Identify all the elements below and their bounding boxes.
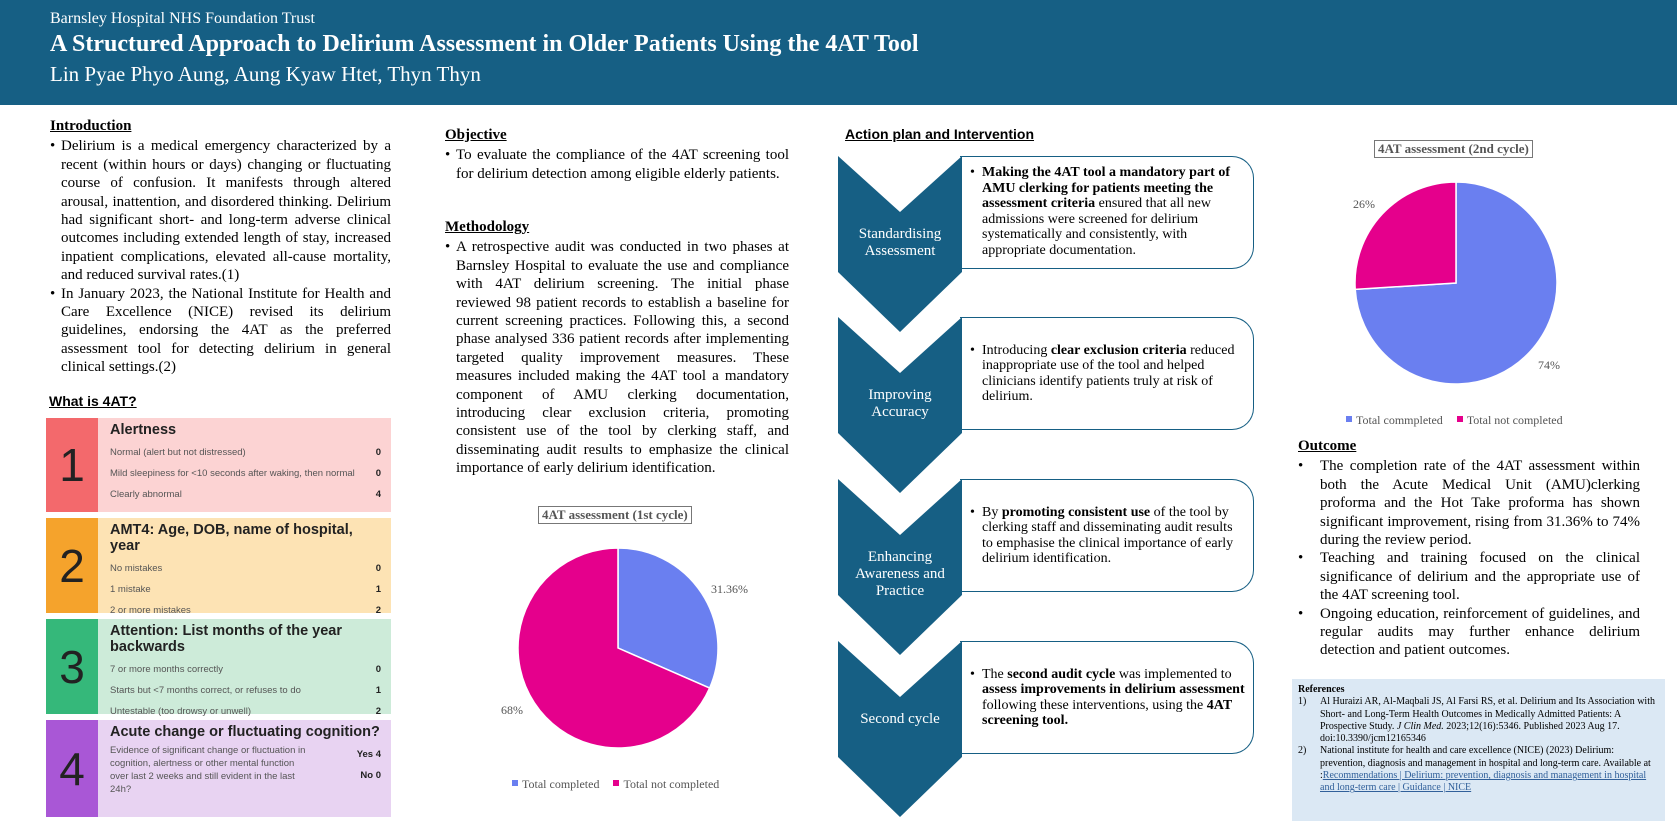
4at-card-alertness: 1 Alertness Normal (alert but not distre… — [46, 418, 391, 512]
data-label: 31.36% — [711, 582, 748, 596]
list-item: The second audit cycle was implemented t… — [970, 667, 1245, 729]
step-description: The second audit cycle was implemented t… — [960, 641, 1254, 754]
list-item: Teaching and training focused on the cli… — [1298, 549, 1640, 604]
poster-title: A Structured Approach to Delirium Assess… — [50, 31, 919, 57]
criterion: No mistakes — [110, 563, 163, 574]
criterion: Evidence of significant change or fluctu… — [110, 745, 306, 795]
score: 0 — [375, 664, 381, 675]
methodology-section: Methodology A retrospective audit was co… — [445, 218, 789, 478]
legend-swatch — [1456, 416, 1463, 422]
card-title: AMT4: Age, DOB, name of hospital, year — [110, 522, 353, 554]
list-item: A retrospective audit was conducted in t… — [445, 238, 789, 477]
reference-item: 1) Al Huraizi AR, Al-Maqbali JS, Al Fars… — [1298, 696, 1655, 745]
card-title: Acute change or fluctuating cognition? — [110, 724, 380, 740]
score-no: No 0 — [360, 770, 381, 781]
score-yes: Yes 4 — [356, 749, 381, 760]
chart-legend-cycle2: Total commpleted Total not completed — [1346, 413, 1563, 428]
score: 0 — [375, 447, 381, 458]
references-box: References 1) Al Huraizi AR, Al-Maqbali … — [1292, 679, 1665, 821]
criterion: 2 or more mistakes — [110, 605, 191, 616]
score: 0 — [375, 563, 381, 574]
criterion: 7 or more months correctly — [110, 664, 223, 675]
step-arrow — [838, 641, 962, 817]
list-item: To evaluate the compliance of the 4AT sc… — [445, 146, 789, 183]
data-label: 74% — [1538, 358, 1560, 372]
criterion: Mild sleepiness for <10 seconds after wa… — [110, 468, 355, 479]
pie-chart-cycle1 — [517, 547, 719, 749]
legend-swatch — [512, 780, 518, 786]
card-number: 2 — [46, 518, 98, 613]
step-description: Making the 4AT tool a mandatory part of … — [960, 156, 1254, 269]
legend-item: Total completed — [512, 777, 599, 792]
list-item: Ongoing education, reinforcement of guid… — [1298, 605, 1640, 660]
what-is-4at-heading: What is 4AT? — [49, 393, 137, 409]
card-number: 3 — [46, 619, 98, 714]
organization-name: Barnsley Hospital NHS Foundation Trust — [50, 10, 315, 27]
card-title: Alertness — [110, 422, 177, 438]
step-label: Enhancing Awareness and Practice — [855, 549, 945, 599]
data-label: 68% — [501, 703, 523, 717]
step-label: Second cycle — [860, 711, 940, 727]
legend-item: Total not completed — [1456, 413, 1563, 428]
step-description: Introducing clear exclusion criteria red… — [960, 317, 1254, 430]
nice-guidance-link[interactable]: Recommendations | Delirium: prevention, … — [1320, 770, 1647, 794]
authors: Lin Pyae Phyo Aung, Aung Kyaw Htet, Thyn… — [50, 62, 481, 86]
step-arrow — [838, 317, 962, 493]
card-number: 1 — [46, 418, 98, 512]
list-item: The completion rate of the 4AT assessmen… — [1298, 457, 1640, 549]
4at-card-attention: 3 Attention: List months of the year bac… — [46, 619, 391, 717]
references-heading: References — [1298, 684, 1345, 695]
4at-card-acute-change: 4 Acute change or fluctuating cognition?… — [46, 720, 391, 817]
introduction-list: Delirium is a medical emergency characte… — [50, 137, 391, 376]
step-label: Improving Accuracy — [868, 387, 932, 420]
methodology-heading: Methodology — [445, 219, 530, 235]
chart-title-cycle2: 4AT assessment (2nd cycle) — [1374, 140, 1533, 158]
criterion: Clearly abnormal — [110, 489, 182, 500]
legend-item: Total not completed — [613, 777, 719, 792]
legend-item: Total commpleted — [1346, 413, 1443, 428]
pie-slice-total-completed — [617, 547, 719, 690]
introduction-heading: Introduction — [50, 118, 132, 134]
criterion: Normal (alert but not distressed) — [110, 447, 246, 458]
data-label: 26% — [1353, 197, 1375, 211]
score: 0 — [375, 468, 381, 479]
score: 1 — [375, 685, 381, 696]
criterion: Untestable (too drowsy or unwell) — [110, 706, 251, 717]
criterion: 1 mistake — [110, 584, 151, 595]
pie-slice-total-not-completed — [517, 547, 711, 749]
chart-legend-cycle1: Total completed Total not completed — [512, 777, 719, 792]
card-title: Attention: List months of the year backw… — [110, 623, 342, 655]
list-item: Making the 4AT tool a mandatory part of … — [970, 165, 1245, 258]
objective-section: Objective To evaluate the compliance of … — [445, 126, 789, 183]
poster-header: Barnsley Hospital NHS Foundation Trust A… — [0, 0, 1677, 105]
action-plan-heading: Action plan and Intervention — [845, 126, 1035, 142]
criterion: Starts but <7 months correct, or refuses… — [110, 685, 301, 696]
legend-swatch — [613, 780, 620, 786]
outcome-section: Outcome The completion rate of the 4AT a… — [1298, 437, 1640, 660]
score: 2 — [375, 605, 381, 616]
legend-swatch — [1346, 416, 1352, 422]
reference-item: 2) National institute for health and car… — [1298, 745, 1651, 794]
step-arrow — [838, 156, 962, 332]
card-number: 4 — [46, 720, 98, 817]
step-description: By promoting consistent use of the tool … — [960, 479, 1254, 592]
list-item: By promoting consistent use of the tool … — [970, 505, 1245, 567]
list-item: Introducing clear exclusion criteria red… — [970, 343, 1245, 405]
score: 1 — [375, 584, 381, 595]
objective-heading: Objective — [445, 127, 507, 143]
4at-card-amt4: 2 AMT4: Age, DOB, name of hospital, year… — [46, 518, 391, 616]
chart-title-cycle1: 4AT assessment (1st cycle) — [538, 506, 692, 524]
score: 2 — [375, 706, 381, 717]
pie-chart-cycle2 — [1354, 181, 1558, 385]
outcome-heading: Outcome — [1298, 438, 1357, 454]
list-item: Delirium is a medical emergency characte… — [50, 137, 391, 284]
list-item: In January 2023, the National Institute … — [50, 285, 391, 377]
step-arrow — [838, 479, 962, 655]
introduction-section: Introduction Delirium is a medical emerg… — [50, 117, 391, 377]
score: 4 — [375, 489, 381, 500]
step-label: Standardising Assessment — [858, 226, 942, 259]
pie-slice-total-not-completed — [1354, 181, 1457, 291]
